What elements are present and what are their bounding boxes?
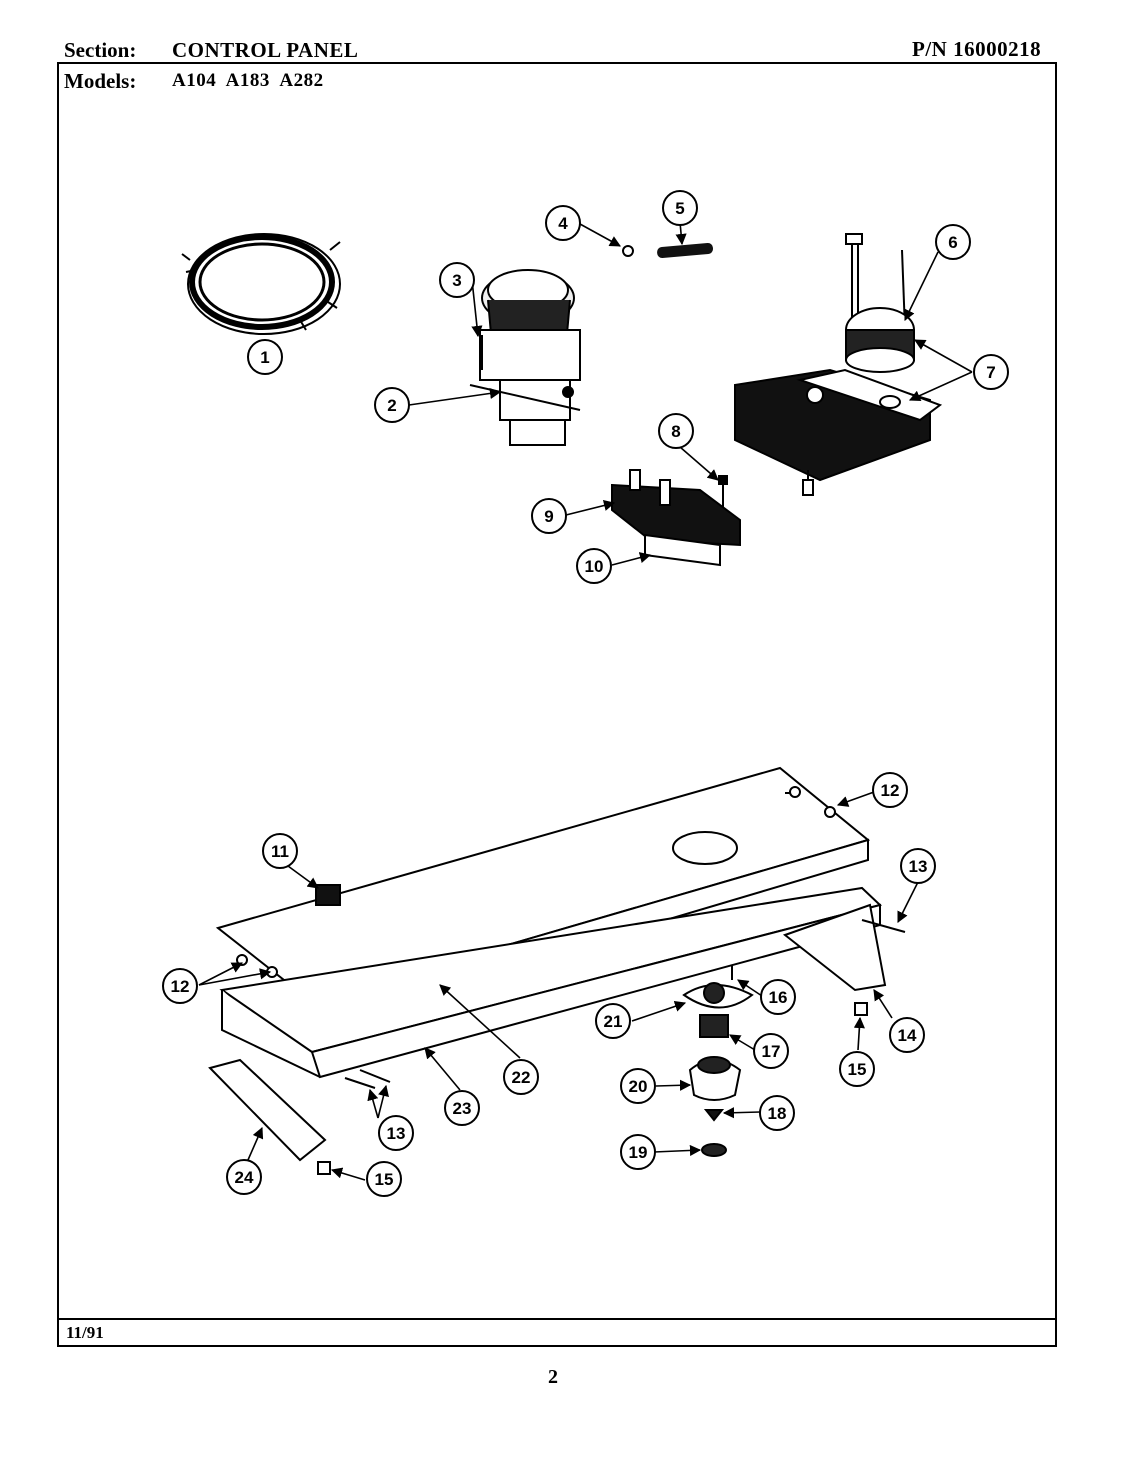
models-label: Models: [64,69,137,93]
control-panel-frame-part [208,766,887,1162]
callout-number: 15 [375,1170,394,1189]
leader-lines [198,221,973,1181]
callout-number: 16 [769,988,788,1007]
callout-bubbles: 1234567891011121213131415151617181920212… [162,190,1009,1197]
callout-6: 6 [935,224,971,260]
callout-number: 3 [452,271,461,290]
callout-19: 19 [620,1134,656,1170]
callout-number: 10 [585,557,604,576]
callout-number: 22 [512,1068,531,1087]
callout-13-left: 13 [378,1115,414,1151]
callout-12-right: 12 [872,772,908,808]
revision-date: 11/91 [66,1323,104,1342]
page-number: 2 [548,1366,558,1388]
callout-2: 2 [374,387,410,423]
callout-number: 23 [453,1099,472,1118]
timer-switch-part [469,269,581,446]
section-label: Section: [64,38,137,62]
callout-number: 2 [387,396,396,415]
callout-20: 20 [620,1068,656,1104]
callout-3: 3 [439,262,475,298]
switch-block-part [611,469,741,567]
callout-10: 10 [576,548,612,584]
callout-23: 23 [444,1090,480,1126]
knob-assembly-part [236,786,906,1175]
callout-4: 4 [545,205,581,241]
callout-14: 14 [889,1017,925,1053]
callout-24: 24 [226,1159,262,1195]
wire-harness-part [181,233,341,335]
callout-number: 17 [762,1042,781,1061]
footer-divider [57,1318,1057,1320]
callout-number: 18 [768,1104,787,1123]
callout-number: 20 [629,1077,648,1096]
part-number: P/N 16000218 [912,37,1042,61]
callout-22: 22 [503,1059,539,1095]
callout-number: 6 [948,233,957,252]
callout-number: 13 [387,1124,406,1143]
callout-21: 21 [595,1003,631,1039]
callout-15-right: 15 [839,1051,875,1087]
callout-number: 5 [675,199,684,218]
clip-part [622,245,634,257]
callout-5: 5 [662,190,698,226]
callout-number: 12 [171,977,190,996]
callout-17: 17 [753,1033,789,1069]
callout-number: 7 [986,363,995,382]
callout-11: 11 [262,833,298,869]
callout-number: 1 [260,348,269,367]
callout-number: 19 [629,1143,648,1162]
callout-13-right: 13 [900,848,936,884]
callout-12-left: 12 [162,968,198,1004]
shaft-part [657,242,713,259]
callout-number: 4 [558,214,568,233]
callout-15-left: 15 [366,1161,402,1197]
callout-number: 11 [271,842,289,861]
callout-8: 8 [658,413,694,449]
callout-number: 21 [604,1012,623,1031]
diagram-frame [57,62,1057,1347]
callout-9: 9 [531,498,567,534]
callout-1-wire-harness: 1 [247,339,283,375]
callout-18: 18 [759,1095,795,1131]
callout-number: 14 [898,1026,917,1045]
section-title: CONTROL PANEL [172,38,359,62]
callout-number: 9 [544,507,553,526]
callout-7: 7 [973,354,1009,390]
callout-number: 12 [881,781,900,800]
timer-motor-part [734,233,943,496]
callout-number: 24 [235,1168,254,1187]
models-list: A104 A183 A282 [172,70,324,91]
callout-number: 13 [909,857,928,876]
callout-number: 8 [671,422,680,441]
callout-number: 15 [848,1060,867,1079]
callout-16: 16 [760,979,796,1015]
